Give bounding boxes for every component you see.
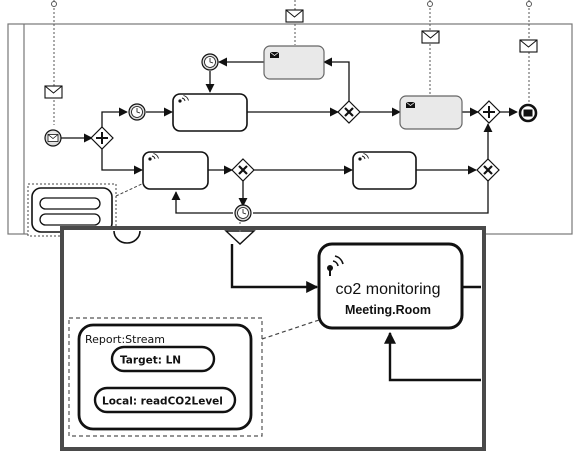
exclusive-gateway[interactable] [337,100,361,124]
local-pill[interactable] [93,386,237,414]
parallel-gateway[interactable] [477,100,501,124]
parallel-gateway[interactable] [90,126,114,150]
message-flow-dots [239,230,241,232]
exclusive-gateway[interactable] [476,158,500,182]
sequence-flows [61,57,518,214]
target-pill[interactable] [110,345,216,373]
sensing-task[interactable] [352,151,417,190]
zoom-sequence-flow [384,331,481,382]
message-flow-ends [51,1,532,7]
annotation-title: Report:Stream [85,333,165,346]
sensing-task[interactable] [142,151,209,190]
clipped-shape-fragment [113,230,141,244]
task-name: co2 monitoring [336,281,441,298]
association-link [261,319,320,340]
co2-monitoring-task[interactable]: co2 monitoring Meeting.Room [317,242,464,330]
thumbnail-link [115,182,145,197]
timer-event[interactable] [201,53,219,71]
zoom-sequence-flow [230,244,319,293]
local-label: Local: readCO2Level [102,396,223,408]
send-task[interactable] [399,95,463,130]
report-annotation[interactable]: Report:Stream Target: LN Local: readCO2L… [68,317,263,437]
end-message-event[interactable] [518,103,538,123]
envelope-icon [519,39,538,53]
target-label: Target: LN [120,355,181,367]
timer-event[interactable] [234,204,252,222]
task-location: Meeting.Room [345,303,431,317]
sensing-task[interactable] [172,93,248,132]
send-task[interactable] [263,45,325,80]
envelope-icon [285,9,304,23]
start-message-event[interactable] [44,129,62,147]
exclusive-gateway[interactable] [231,158,255,182]
envelope-icon [44,85,63,99]
timer-event[interactable] [128,103,146,121]
envelope-icon [421,30,440,44]
